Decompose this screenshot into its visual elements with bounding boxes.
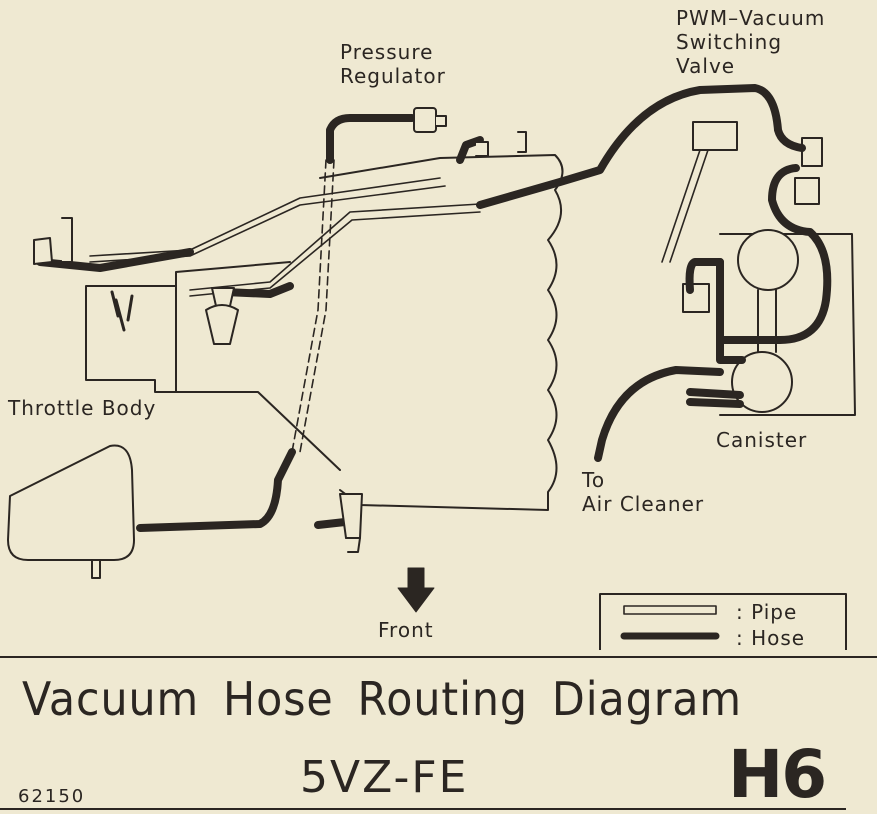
throttle-body-shape [85, 261, 341, 471]
pwm-valve-label: PWM–Vacuum Switching Valve [676, 6, 826, 78]
canister-upper [737, 229, 799, 291]
throttle-body-label: Throttle Body [8, 396, 157, 420]
air-cleaner-box [7, 444, 135, 561]
intake-plenum [319, 154, 564, 511]
divider-top [0, 656, 877, 658]
vacuum-hose-diagram [7, 84, 856, 650]
divider-bottom [0, 808, 846, 810]
pressure-regulator-label: Pressure Regulator [340, 40, 446, 88]
diagram-title: Vacuum Hose Routing Diagram [22, 672, 743, 726]
hoses [36, 84, 832, 532]
pwm-valve-body [692, 121, 738, 151]
fittings [33, 107, 527, 553]
canister-label: Canister [716, 428, 808, 452]
legend-pipe-sample [623, 605, 717, 615]
legend-hose-label: : Hose [736, 626, 806, 650]
air-cleaner-label: To Air Cleaner [582, 468, 705, 516]
front-arrow [397, 567, 435, 613]
engine-code: 5VZ-FE [300, 752, 469, 803]
legend-pipe-label: : Pipe [736, 600, 798, 624]
legend-box [599, 593, 847, 650]
label-badge: H6 [728, 736, 827, 813]
front-label: Front [378, 618, 434, 642]
canister-box [719, 233, 856, 416]
canister-lower [731, 351, 793, 413]
part-code: 62150 [18, 786, 86, 807]
pressure-regulator-body [413, 107, 437, 133]
